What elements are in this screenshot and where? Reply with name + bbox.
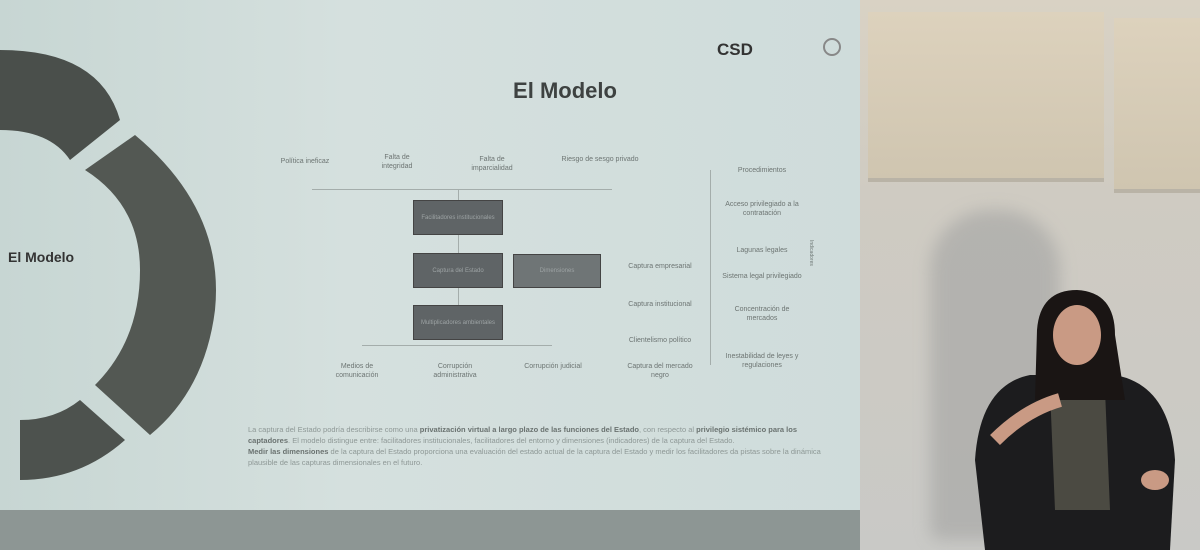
dimension: Captura del mercado negro xyxy=(627,363,693,380)
text: . El modelo distingue entre: facilitador… xyxy=(288,436,735,445)
bottom-factor: Medios de comunicación xyxy=(335,363,379,380)
connector-line xyxy=(458,189,459,201)
text-bold: privatización virtual a largo plazo de l… xyxy=(419,425,640,434)
text-bold: privilegio sistémico para los captadores xyxy=(248,425,798,445)
slide-title: El Modelo xyxy=(513,78,617,103)
connector-line xyxy=(458,235,459,253)
text: , con respecto al xyxy=(639,425,697,434)
connector-line xyxy=(458,288,459,306)
screen-bottom xyxy=(0,510,865,550)
indicator: Concentración de mercados xyxy=(734,306,790,323)
indicator: Acceso privilegiado a la contratación xyxy=(725,201,799,218)
dimension: Captura empresarial xyxy=(628,263,692,270)
connector-line xyxy=(312,189,612,190)
box-dimensiones: Dimensiones xyxy=(513,254,601,288)
text: La captura del Estado podría describirse… xyxy=(248,425,420,434)
indicators-group-label: Indicadores xyxy=(808,240,814,266)
dimension: Captura institucional xyxy=(628,301,692,308)
connector-line xyxy=(710,170,711,365)
indicator: Sistema legal privilegiado xyxy=(722,273,802,280)
csd-logo: CSD xyxy=(717,40,753,59)
box-captura: Captura del Estado xyxy=(413,253,503,288)
window-blind xyxy=(868,12,1104,182)
box-multiplicadores: Multiplicadores ambientales xyxy=(413,305,503,340)
dimension: Clientelismo político xyxy=(628,337,692,344)
top-factor: Riesgo de sesgo privado xyxy=(561,156,639,163)
bottom-factor: Corrupción judicial xyxy=(524,363,582,370)
connector-line xyxy=(362,345,552,346)
indicator: Inestabilidad de leyes y regulaciones xyxy=(725,353,799,370)
presenter-blouse xyxy=(1050,390,1110,510)
presenter-arm xyxy=(990,393,1063,446)
window-blind xyxy=(1114,18,1200,193)
top-factor: Falta de imparcialidad xyxy=(471,156,513,173)
bottom-factor: Corrupción administrativa xyxy=(433,363,477,380)
image-ring xyxy=(0,50,216,480)
text-bold: Medir las dimensiones xyxy=(248,447,329,456)
presenter xyxy=(975,290,1175,550)
projected-slide: El Modelo El Modelo CSD Política inefica… xyxy=(0,0,865,515)
slide-paragraph: La captura del Estado podría describirse… xyxy=(248,424,833,468)
top-factor: Política ineficaz xyxy=(280,158,330,165)
side-label: El Modelo xyxy=(8,249,75,265)
top-factor: Falta de integridad xyxy=(381,154,413,171)
indicator: Procedimientos xyxy=(737,167,787,174)
presenter-face xyxy=(1053,305,1101,365)
indicator: Lagunas legales xyxy=(736,247,788,254)
seal-icon xyxy=(823,38,841,56)
box-facilitadores: Facilitadores institucionales xyxy=(413,200,503,235)
presenter-hand xyxy=(1141,470,1169,490)
text: de la captura del Estado proporciona una… xyxy=(248,447,821,467)
